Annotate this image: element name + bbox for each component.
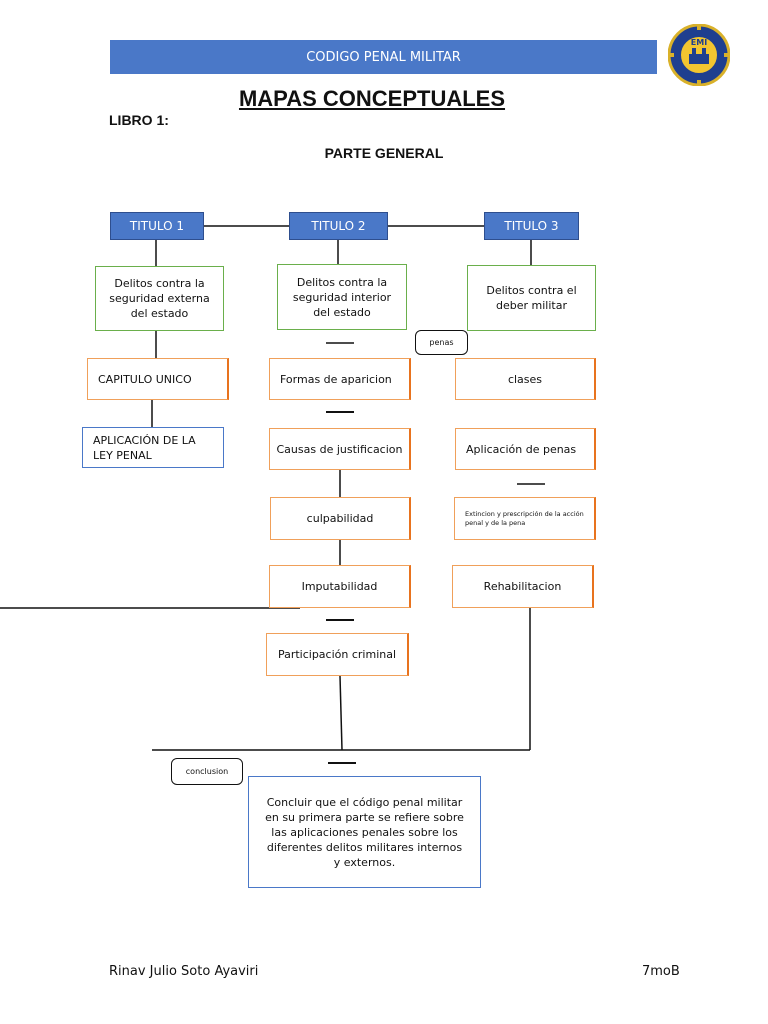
emi-logo: EMI: [667, 23, 731, 87]
footer-course: 7moB: [642, 964, 680, 979]
extincion-prescripcion-box: Extincion y prescripción de la acción pe…: [454, 497, 596, 540]
conclusion-label: conclusion: [171, 758, 243, 785]
titulo-1-box: TITULO 1: [110, 212, 204, 240]
delitos-seguridad-interior-box: Delitos contra la seguridad interior del…: [277, 264, 407, 330]
header-banner: CODIGO PENAL MILITAR: [110, 40, 657, 74]
aplicacion-penas-box: Aplicación de penas: [455, 428, 596, 470]
aplicacion-ley-penal-box: APLICACIÓN DE LA LEY PENAL: [82, 427, 224, 468]
svg-text:EMI: EMI: [691, 38, 707, 47]
titulo-2-box: TITULO 2: [289, 212, 388, 240]
delitos-deber-militar-box: Delitos contra el deber militar: [467, 265, 596, 331]
delitos-seguridad-externa-box: Delitos contra la seguridad externa del …: [95, 266, 224, 331]
titulo-3-box: TITULO 3: [484, 212, 579, 240]
footer-author: Rinav Julio Soto Ayaviri: [109, 964, 259, 979]
capitulo-unico-box: CAPITULO UNICO: [87, 358, 229, 400]
participacion-criminal-box: Participación criminal: [266, 633, 409, 676]
formas-aparicion-box: Formas de aparicion: [269, 358, 411, 400]
imputabilidad-box: Imputabilidad: [269, 565, 411, 608]
libro-label: LIBRO 1:: [109, 112, 169, 128]
penas-label: penas: [415, 330, 468, 355]
culpabilidad-box: culpabilidad: [270, 497, 411, 540]
causas-justificacion-box: Causas de justificacion: [269, 428, 411, 470]
parte-general-heading: PARTE GENERAL: [324, 145, 444, 161]
conclusion-text-box: Concluir que el código penal militar en …: [248, 776, 481, 888]
page-title: MAPAS CONCEPTUALES: [238, 86, 506, 111]
rehabilitacion-box: Rehabilitacion: [452, 565, 594, 608]
clases-box: clases: [455, 358, 596, 400]
